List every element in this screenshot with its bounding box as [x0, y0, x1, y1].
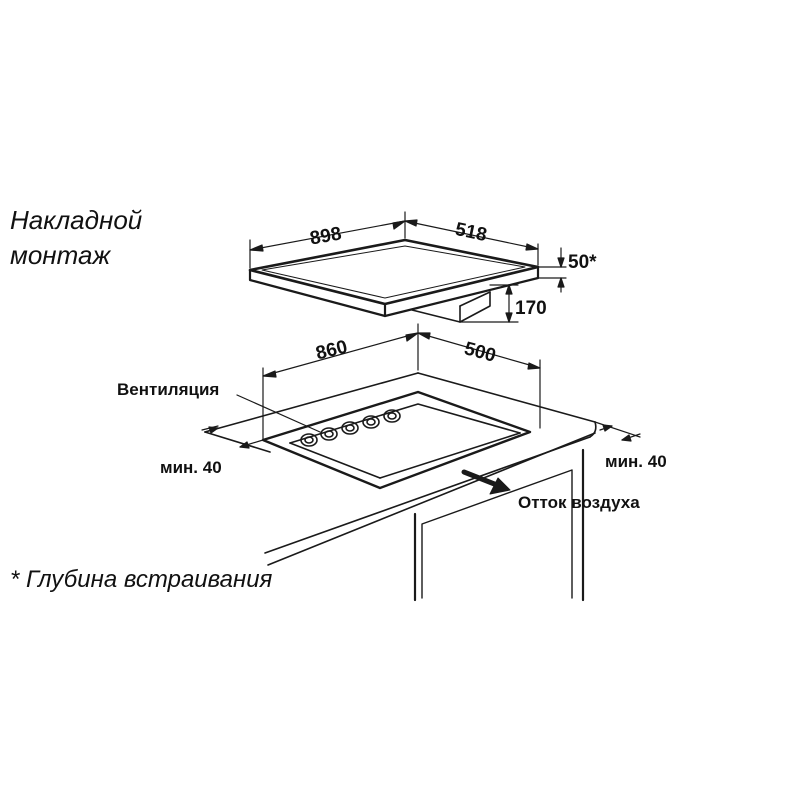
min-40-right-label: мин. 40 [605, 452, 667, 471]
title-line-2: монтаж [10, 240, 111, 270]
dim-line-170 [459, 284, 519, 323]
dim-line-860 [262, 323, 419, 441]
dim-line-898 [249, 211, 406, 269]
countertop [204, 372, 597, 566]
dim-below-height: 170 [515, 298, 547, 319]
dim-line-min40-left [201, 425, 264, 449]
dim-hob-thickness: 50* [568, 252, 597, 273]
dim-line-50 [537, 247, 567, 293]
dim-line-min40-right [594, 421, 641, 442]
title-line-1: Накладной [10, 205, 143, 235]
dim-line-518 [404, 219, 539, 266]
cabinet [413, 448, 585, 602]
ventilation-leader [236, 394, 321, 433]
hob-underbox [411, 291, 491, 323]
min-40-left-label: мин. 40 [160, 458, 222, 477]
dim-line-500 [417, 332, 541, 429]
airflow-label: Отток воздуха [518, 493, 640, 512]
airflow-arrow [461, 469, 511, 495]
ventilation-label: Вентиляция [117, 380, 220, 399]
footnote: * Глубина встраивания [10, 566, 273, 593]
cutout-opening [261, 390, 532, 490]
hob-panel [248, 238, 540, 318]
ventilation-holes [300, 409, 401, 447]
